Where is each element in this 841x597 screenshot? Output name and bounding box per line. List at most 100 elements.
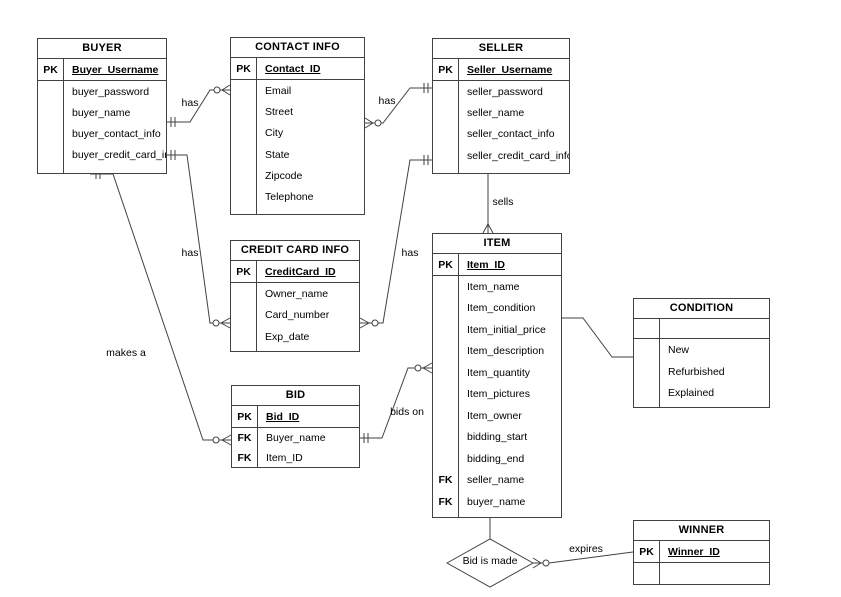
fk-key-label: FK [232, 428, 258, 448]
pk-row: PK Bid_ID [232, 406, 359, 428]
connector-contact-seller [364, 83, 432, 129]
attribute-row: Item_quantity [433, 362, 561, 384]
empty-key-row [634, 319, 769, 339]
entity-title: CONTACT INFO [231, 38, 364, 58]
attribute-row: Item_owner [433, 405, 561, 427]
relationship-label-diamond-winner: expires [569, 543, 603, 555]
fk-row: FK buyer_name [433, 491, 561, 513]
relationship-label-buyer-bid: makes a [106, 347, 146, 359]
attribute: buyer_credit_card_info [72, 148, 166, 161]
entity-title: BUYER [38, 39, 166, 59]
relationship-label-buyer-contact: has [181, 97, 199, 109]
relationship-label-seller-credit: has [401, 247, 419, 259]
entity-seller: SELLER PK Seller_Username seller_passwor… [432, 38, 570, 174]
value-row: New [634, 339, 769, 361]
attribute-row: Item_description [433, 340, 561, 362]
attribute: Item_ID [266, 451, 303, 464]
entity-title: SELLER [433, 39, 569, 59]
attribute-row: seller_credit_card_info [433, 144, 569, 167]
attribute-row: Item_initial_price [433, 319, 561, 341]
connector-bid-item [360, 362, 433, 443]
crowsfoot-icon [220, 317, 231, 329]
spacer-row [634, 404, 769, 407]
pk-attribute: Buyer_Username [72, 63, 159, 76]
attribute-row: seller_password [433, 81, 569, 103]
attribute: buyer_name [467, 495, 526, 508]
pk-attribute: Winner_ID [668, 545, 720, 558]
entity-title: CREDIT CARD INFO [231, 241, 359, 261]
crowsfoot-icon [221, 434, 232, 446]
pk-row: PK CreditCard_ID [231, 261, 359, 283]
value: New [668, 343, 690, 356]
pk-key-label: PK [433, 254, 459, 275]
relationship-label-seller-item: sells [492, 196, 514, 208]
pk-attribute: Item_ID [467, 258, 505, 271]
pk-key-label: PK [433, 59, 459, 80]
attribute: Item_initial_price [467, 323, 546, 336]
attribute: seller_credit_card_info [467, 149, 569, 162]
attribute: Card_number [265, 309, 330, 322]
spacer-row [433, 166, 569, 173]
value: Explained [668, 387, 715, 400]
entity-title: BID [232, 386, 359, 406]
zero-circle-icon [212, 319, 220, 327]
spacer-row [433, 512, 561, 517]
attribute: Item_pictures [467, 388, 531, 401]
connector-seller-credit [359, 155, 432, 329]
crowsfoot-icon [422, 362, 433, 374]
attribute-row: Card_number [231, 304, 359, 326]
attribute: Exp_date [265, 330, 310, 343]
pk-attribute: Contact_ID [265, 62, 321, 75]
fk-key-label: FK [232, 448, 258, 467]
attribute: Item_description [467, 345, 545, 358]
pk-key-label: PK [231, 261, 257, 282]
attribute-row: Exp_date [231, 326, 359, 348]
attribute: Email [265, 84, 292, 97]
attribute-row: State [231, 143, 364, 166]
exactly-one-tick-icon [170, 150, 176, 160]
entity-title: CONDITION [634, 299, 769, 319]
attribute-row: buyer_name [38, 102, 166, 123]
exactly-one-tick-icon [170, 117, 176, 127]
spacer-row [231, 347, 359, 351]
crowsfoot-icon [482, 223, 494, 234]
entity-contact-info: CONTACT INFO PK Contact_ID Email Street … [230, 37, 365, 215]
attribute: State [265, 148, 290, 161]
zero-circle-icon [542, 559, 550, 567]
attribute: Item_condition [467, 302, 536, 315]
attribute-row: buyer_contact_info [38, 123, 166, 144]
fk-row: FK Item_ID [232, 448, 359, 467]
attribute: Item_name [467, 280, 520, 293]
entity-buyer: BUYER PK Buyer_Username buyer_password b… [37, 38, 167, 174]
attribute: seller_name [467, 106, 525, 119]
exactly-one-tick-icon [423, 83, 429, 93]
entity-title: ITEM [433, 234, 561, 254]
exactly-one-tick-icon [423, 155, 429, 165]
pk-key-label: PK [38, 59, 64, 80]
attribute: bidding_end [467, 452, 525, 465]
attribute-row: bidding_end [433, 448, 561, 470]
pk-key-label: PK [232, 406, 258, 427]
fk-key-label: FK [433, 469, 459, 491]
zero-circle-icon [374, 119, 382, 127]
relationship-label-contact-seller: has [378, 95, 396, 107]
attribute-row: Item_pictures [433, 383, 561, 405]
diamond-label: Bid is made [462, 555, 518, 567]
connector-seller-item [482, 174, 494, 234]
entity-condition: CONDITION New Refurbished Explained [633, 298, 770, 408]
connector-buyer-contact [167, 84, 231, 127]
attribute: City [265, 127, 284, 140]
pk-key-label: PK [231, 58, 257, 79]
pk-attribute: Seller_Username [467, 63, 553, 76]
crowsfoot-icon [221, 84, 231, 96]
pk-attribute: CreditCard_ID [265, 265, 336, 278]
entity-winner: WINNER PK Winner_ID [633, 520, 770, 585]
attribute: Owner_name [265, 287, 329, 300]
pk-row: PK Contact_ID [231, 58, 364, 80]
connector-buyer-bid [90, 169, 232, 446]
connector-item-condition [562, 317, 633, 358]
fk-key-label: FK [433, 491, 459, 513]
